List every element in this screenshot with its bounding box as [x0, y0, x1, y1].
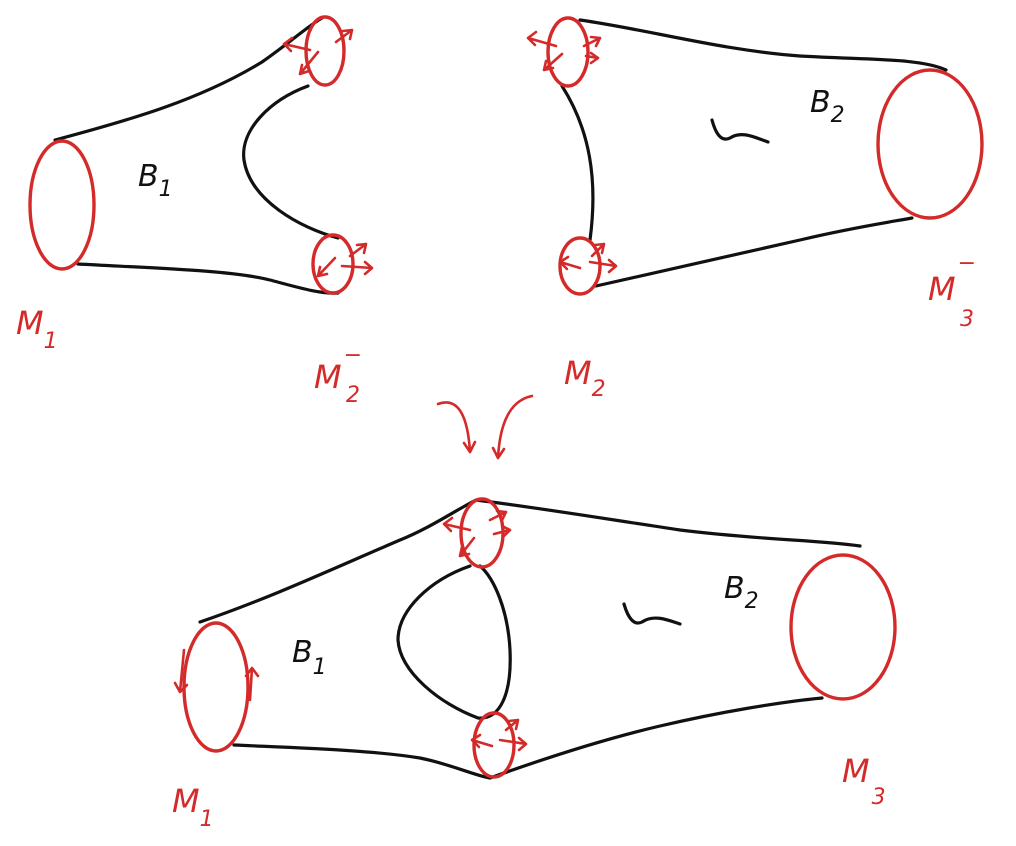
- glued-orientation-arrows: [173, 509, 528, 752]
- glued-seam-bottom-circle: [472, 711, 516, 779]
- glued-hole-curve: [396, 564, 512, 720]
- m1-label: M1: [16, 304, 58, 354]
- glued-outline-bottom: [232, 696, 824, 780]
- m1-boundary-circle: [28, 139, 96, 271]
- m2-boundary-circle: [546, 16, 590, 88]
- m3-minus-boundary-circle: [876, 68, 984, 220]
- glued-outline-top: [198, 498, 862, 624]
- m2-label: M2: [564, 354, 606, 402]
- b1-outline-bottom: [76, 262, 340, 295]
- m3-minus-label: M−3: [928, 251, 976, 332]
- b2-outline-bottom: [594, 216, 914, 288]
- gluing-arrow-right: [491, 394, 534, 460]
- b1-label: B1: [138, 159, 173, 202]
- glued-m1-label: M1: [172, 782, 214, 832]
- b1-crotch-curve: [242, 84, 340, 240]
- orientation-frame-arrows-right: [526, 30, 618, 274]
- b2-outline-top: [578, 18, 948, 72]
- b2-label: B2: [810, 85, 845, 128]
- glued-b1-label: B1: [292, 635, 327, 680]
- top-right-cobordism-b2: B2 M2 M−3: [526, 16, 984, 402]
- b2-left-curve: [560, 84, 595, 242]
- top-left-cobordism-b1: B1 M1 M−2: [16, 15, 374, 408]
- bottom-glued-cobordism: B1 B2 M1 M3: [172, 497, 897, 832]
- m2-minus-bottom-circle: [311, 233, 355, 295]
- m2-boundary-bottom-circle: [558, 236, 602, 296]
- b2-handle-mark: [710, 118, 770, 144]
- glued-m3-label: M3: [842, 752, 886, 810]
- m2-minus-top-circle: [304, 15, 346, 87]
- b1-outline-top: [53, 16, 324, 142]
- glued-b2-label: B2: [724, 571, 759, 614]
- glued-m1-circle: [182, 621, 250, 753]
- glued-handle-mark: [622, 602, 682, 626]
- m2-minus-label: M−2: [314, 343, 362, 408]
- orientation-frame-arrows: [282, 28, 374, 278]
- gluing-arrows: [436, 394, 534, 460]
- gluing-arrow-left: [436, 401, 477, 454]
- glued-m3-circle: [789, 553, 897, 701]
